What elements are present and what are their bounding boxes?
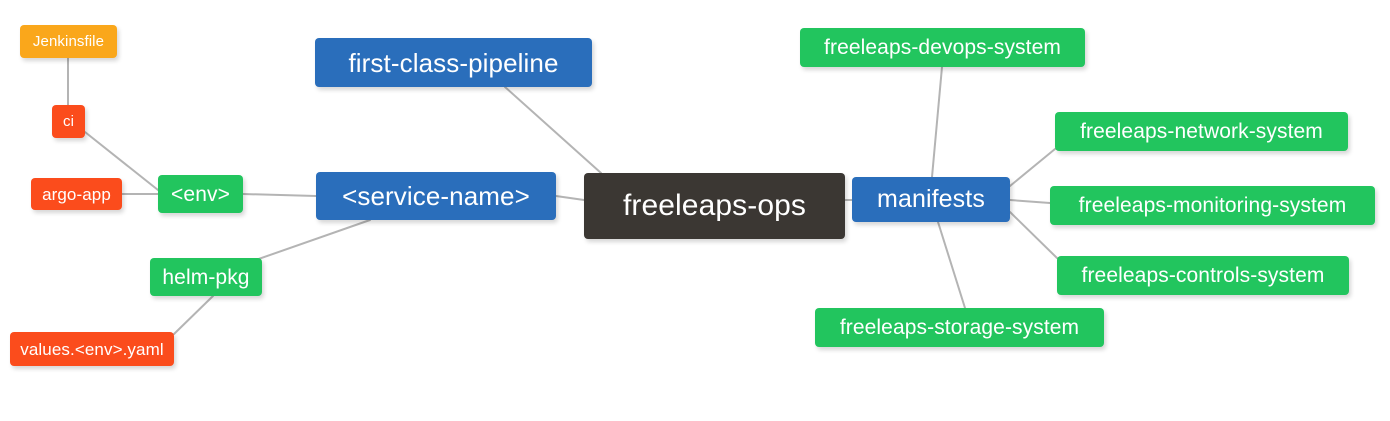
edge-first-class-pipeline-to-freeleaps-ops bbox=[504, 86, 602, 174]
node-service-name[interactable]: <service-name> bbox=[316, 172, 556, 220]
edge-manifests-to-freeleaps-monitoring-system bbox=[1009, 199, 1051, 204]
node-freeleaps-monitoring-system[interactable]: freeleaps-monitoring-system bbox=[1050, 186, 1375, 225]
node-first-class-pipeline[interactable]: first-class-pipeline bbox=[315, 38, 592, 87]
edge-manifests-to-freeleaps-devops-system bbox=[931, 66, 943, 178]
node-freeleaps-devops-system[interactable]: freeleaps-devops-system bbox=[800, 28, 1085, 67]
node-manifests[interactable]: manifests bbox=[852, 177, 1010, 222]
edge-values-env-yaml-to-helm-pkg bbox=[173, 295, 214, 335]
edge-env-to-service-name bbox=[242, 193, 317, 197]
node-jenkinsfile[interactable]: Jenkinsfile bbox=[20, 25, 117, 58]
node-freeleaps-storage-system[interactable]: freeleaps-storage-system bbox=[815, 308, 1104, 347]
node-helm-pkg[interactable]: helm-pkg bbox=[150, 258, 262, 296]
node-ci[interactable]: ci bbox=[52, 105, 85, 138]
edge-service-name-to-freeleaps-ops bbox=[555, 195, 585, 201]
node-freeleaps-controls-system[interactable]: freeleaps-controls-system bbox=[1057, 256, 1349, 295]
edge-helm-pkg-to-service-name bbox=[249, 219, 371, 263]
node-values-env-yaml[interactable]: values.<env>.yaml bbox=[10, 332, 174, 366]
node-argo-app[interactable]: argo-app bbox=[31, 178, 122, 210]
node-freeleaps-ops[interactable]: freeleaps-ops bbox=[584, 173, 845, 239]
node-env[interactable]: <env> bbox=[158, 175, 243, 213]
node-freeleaps-network-system[interactable]: freeleaps-network-system bbox=[1055, 112, 1348, 151]
edge-manifests-to-freeleaps-network-system bbox=[1009, 148, 1056, 187]
edge-manifests-to-freeleaps-storage-system bbox=[937, 221, 966, 309]
